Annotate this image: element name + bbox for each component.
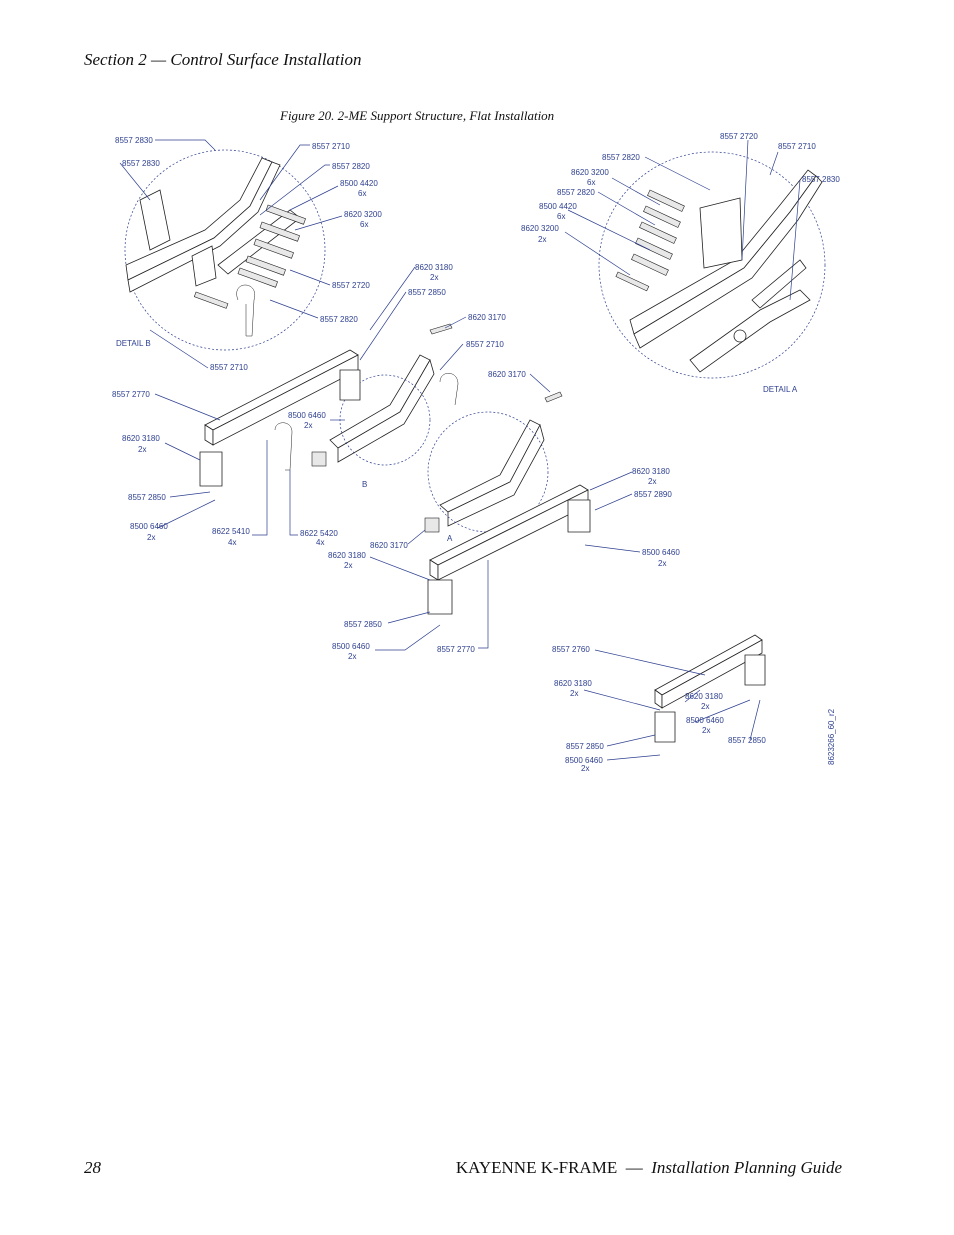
main-assembly: B A xyxy=(199,323,591,615)
part-label: 2x xyxy=(304,421,312,430)
part-label: 8500 6460 xyxy=(288,411,326,420)
part-label: 8557 2890 xyxy=(634,490,672,499)
part-label: 8620 3180 xyxy=(328,551,366,560)
part-label: 8557 2820 xyxy=(320,315,358,324)
detail-a-title: DETAIL A xyxy=(763,385,798,394)
part-label: 2x xyxy=(344,561,352,570)
part-label: 2x xyxy=(701,702,709,711)
part-label: 8620 3200 xyxy=(571,168,609,177)
footer-title: KAYENNE K-FRAME — Installation Planning … xyxy=(456,1158,842,1178)
part-label: 8557 2720 xyxy=(332,281,370,290)
detail-a: DETAIL A xyxy=(598,151,826,394)
part-label: 8500 6460 xyxy=(565,756,603,765)
part-label: 8500 4420 xyxy=(340,179,378,188)
part-label: 8557 2830 xyxy=(802,175,840,184)
part-label: 2x xyxy=(348,652,356,661)
detail-b-title: DETAIL B xyxy=(116,339,151,348)
part-label: 8620 3180 xyxy=(122,434,160,443)
part-label: 8557 2830 xyxy=(122,159,160,168)
part-label: 8557 2770 xyxy=(112,390,150,399)
small-assembly xyxy=(654,634,766,743)
part-label: 8557 2720 xyxy=(720,132,758,141)
part-label: 2x xyxy=(702,726,710,735)
part-label: 8622 5420 xyxy=(300,529,338,538)
part-label: 2x xyxy=(570,689,578,698)
part-label: 8557 2710 xyxy=(312,142,350,151)
part-label: 8620 3170 xyxy=(468,313,506,322)
part-label: 4x xyxy=(316,538,324,547)
page-number: 28 xyxy=(84,1158,101,1177)
marker-a: A xyxy=(447,534,453,543)
part-label: 2x xyxy=(581,764,589,773)
part-label: 2x xyxy=(147,533,155,542)
part-label: 8557 2850 xyxy=(344,620,382,629)
part-label: 6x xyxy=(360,220,368,229)
part-label: 8620 3170 xyxy=(370,541,408,550)
part-label: 2x xyxy=(430,273,438,282)
part-label: 8500 4420 xyxy=(539,202,577,211)
figure-caption: Figure 20. 2-ME Support Structure, Flat … xyxy=(280,108,555,123)
part-label: 2x xyxy=(658,559,666,568)
part-label: 8620 3180 xyxy=(632,467,670,476)
part-label: 8557 2710 xyxy=(210,363,248,372)
part-label: 8620 3200 xyxy=(344,210,382,219)
part-label: 8557 2770 xyxy=(437,645,475,654)
part-label: 8557 2850 xyxy=(728,736,766,745)
part-label: 8557 2850 xyxy=(128,493,166,502)
part-label: 2x xyxy=(138,445,146,454)
part-label: 8500 6460 xyxy=(130,522,168,531)
part-label: 8557 2710 xyxy=(778,142,816,151)
part-label: 8557 2710 xyxy=(466,340,504,349)
footer-guide: Installation Planning Guide xyxy=(651,1158,842,1177)
part-label: 8620 3170 xyxy=(488,370,526,379)
detail-b: DETAIL B xyxy=(116,149,326,351)
part-label: 6x xyxy=(587,178,595,187)
part-label: 8500 6460 xyxy=(642,548,680,557)
part-label: 8557 2820 xyxy=(557,188,595,197)
footer-product: KAYENNE K-FRAME xyxy=(455,1158,618,1177)
part-label: 2x xyxy=(538,235,546,244)
part-label: 6x xyxy=(358,189,366,198)
part-label: 8622 5410 xyxy=(212,527,250,536)
section-header: Section 2 — Control Surface Installation xyxy=(84,50,362,69)
leader-lines xyxy=(119,139,801,761)
part-label: 8620 3180 xyxy=(554,679,592,688)
part-label: 8557 2820 xyxy=(602,153,640,162)
part-label: 8620 3180 xyxy=(685,692,723,701)
part-label: 8557 2820 xyxy=(332,162,370,171)
part-label: 8500 6460 xyxy=(686,716,724,725)
drawing-id: 8623266_60_r2 xyxy=(827,708,836,765)
part-label: 4x xyxy=(228,538,236,547)
part-label: 8557 2760 xyxy=(552,645,590,654)
part-label: 8620 3180 xyxy=(415,263,453,272)
part-label: 8557 2830 xyxy=(115,136,153,145)
footer-separator: — xyxy=(625,1158,643,1177)
marker-b: B xyxy=(362,480,367,489)
part-label: 6x xyxy=(557,212,565,221)
part-label: 8500 6460 xyxy=(332,642,370,651)
part-label: 2x xyxy=(648,477,656,486)
part-label: 8557 2850 xyxy=(566,742,604,751)
part-label: 8620 3200 xyxy=(521,224,559,233)
part-labels: 8557 2830 8557 2830 8557 2710 8557 2820 … xyxy=(112,132,840,773)
part-label: 8557 2850 xyxy=(408,288,446,297)
